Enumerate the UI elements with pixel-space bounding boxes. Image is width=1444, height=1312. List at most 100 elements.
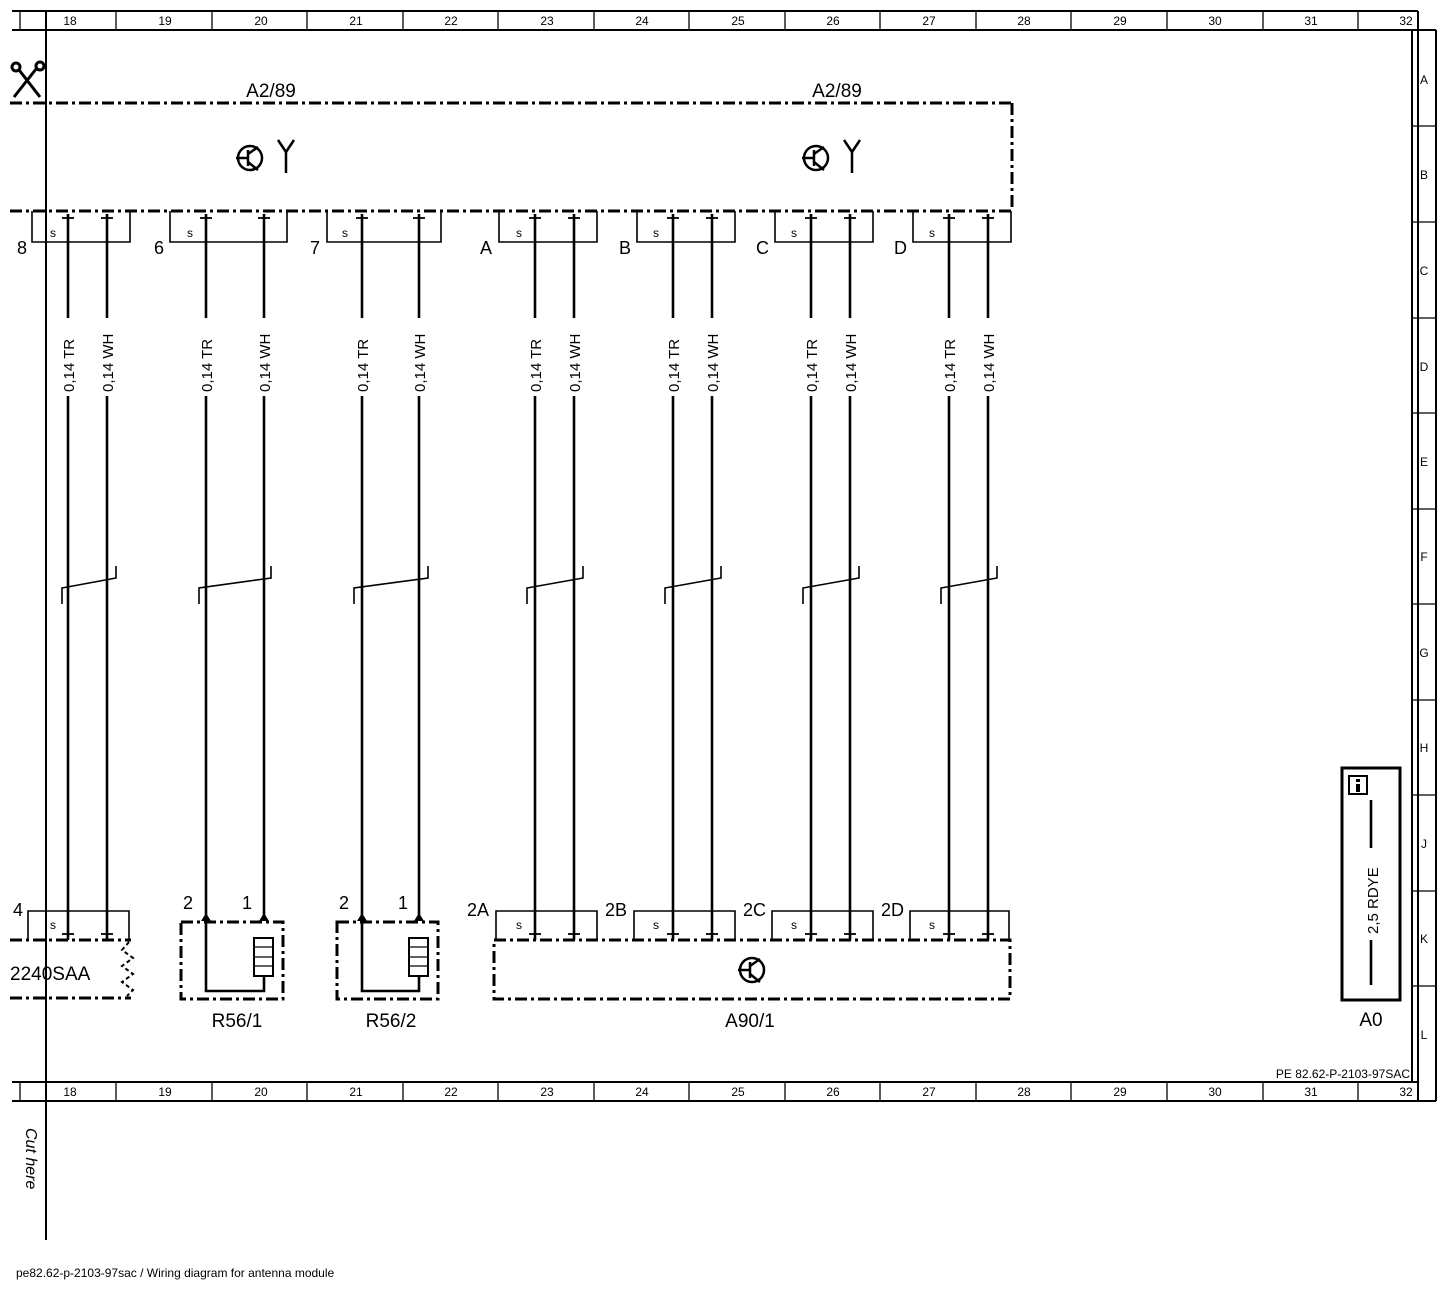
wire-label-wh: 0,14 WH xyxy=(100,334,117,392)
connector-id: B xyxy=(619,238,631,258)
row-label: H xyxy=(1420,741,1429,755)
connector-id: A xyxy=(480,238,492,258)
col-label: 29 xyxy=(1113,14,1127,28)
connector-id: 2D xyxy=(881,900,904,920)
pin-label: 2 xyxy=(339,893,349,913)
wire-label-wh: 0,14 WH xyxy=(412,334,429,392)
col-label: 30 xyxy=(1208,1085,1222,1099)
col-label: 31 xyxy=(1304,1085,1318,1099)
col-label: 32 xyxy=(1399,1085,1413,1099)
wire-label-tr: 0,14 TR xyxy=(942,339,959,392)
row-label: E xyxy=(1420,455,1428,469)
connector-id: 2A xyxy=(467,900,489,920)
info-box-label: A0 xyxy=(1359,1010,1382,1031)
col-label: 27 xyxy=(922,1085,936,1099)
wire-label-wh: 0,14 WH xyxy=(567,334,584,392)
col-label: 27 xyxy=(922,14,936,28)
connector-id: 2B xyxy=(605,900,627,920)
pin-label: 1 xyxy=(398,893,408,913)
transistor-icon xyxy=(236,144,264,172)
shield-mark: s xyxy=(187,226,193,240)
shield-mark: s xyxy=(653,226,659,240)
col-label: 31 xyxy=(1304,14,1318,28)
column-numbers-top: 18 19 20 21 22 23 24 25 26 27 28 29 30 3… xyxy=(63,14,1413,28)
row-label: G xyxy=(1419,646,1428,660)
transistor-icon xyxy=(802,144,830,172)
row-label: A xyxy=(1420,73,1428,87)
row-ticks xyxy=(1412,125,1436,987)
component-r56-2: 2 1 R56/2 xyxy=(335,893,440,1032)
module-label-right: A2/89 xyxy=(812,81,862,102)
col-label: 28 xyxy=(1017,14,1031,28)
antenna-icon xyxy=(276,139,296,173)
col-label: 22 xyxy=(444,1085,458,1099)
col-label: 19 xyxy=(158,1085,172,1099)
component-label: R56/2 xyxy=(366,1011,417,1032)
col-label: 25 xyxy=(731,1085,745,1099)
transistor-icon xyxy=(738,956,766,984)
connector-id: 7 xyxy=(310,238,320,258)
pin-label: 2 xyxy=(183,893,193,913)
info-icon xyxy=(1348,775,1368,795)
row-label: C xyxy=(1420,264,1429,278)
col-label: 26 xyxy=(826,1085,840,1099)
wire-label-tr: 0,14 TR xyxy=(804,339,821,392)
col-label: 26 xyxy=(826,14,840,28)
col-label: 28 xyxy=(1017,1085,1031,1099)
shield-mark: s xyxy=(653,918,659,932)
component-a90-1: A90/1 xyxy=(492,938,1012,1032)
row-label: D xyxy=(1420,360,1429,374)
row-letters: A B C D E F G H J K L xyxy=(1419,73,1428,1042)
info-box: 2,5 RDYE A0 xyxy=(1340,766,1402,1031)
wire-label-tr: 0,14 TR xyxy=(666,339,683,392)
shield-mark: s xyxy=(791,918,797,932)
shield-mark: s xyxy=(50,918,56,932)
col-label: 21 xyxy=(349,14,363,28)
top-connectors xyxy=(31,211,1012,243)
row-label: L xyxy=(1421,1028,1428,1042)
cut-here-text: Cut here xyxy=(22,1128,39,1189)
wire-label-wh: 0,14 WH xyxy=(705,334,722,392)
wire-label-tr: 0,14 TR xyxy=(199,339,216,392)
bottom-connector-ids: 4 2A 2B 2C 2D xyxy=(13,900,904,920)
col-label: 18 xyxy=(63,14,77,28)
col-label: 20 xyxy=(254,14,268,28)
component-r56-1: 2 1 R56/1 xyxy=(179,893,285,1032)
shield-mark: s xyxy=(342,226,348,240)
col-label: 20 xyxy=(254,1085,268,1099)
connector-id: D xyxy=(894,238,907,258)
connector-id: C xyxy=(756,238,769,258)
row-label: J xyxy=(1421,837,1427,851)
shield-mark: s xyxy=(516,918,522,932)
connector-id: 6 xyxy=(154,238,164,258)
connector-id: 8 xyxy=(17,238,27,258)
wire-label-tr: 0,14 TR xyxy=(528,339,545,392)
pin-label: 1 xyxy=(242,893,252,913)
bottom-shield-marks: s s s s s xyxy=(50,918,935,932)
component-label: R56/1 xyxy=(212,1011,263,1032)
col-label: 29 xyxy=(1113,1085,1127,1099)
col-label: 32 xyxy=(1399,14,1413,28)
wire-label-wh: 0,14 WH xyxy=(981,334,998,392)
module-label-left: A2/89 xyxy=(246,81,296,102)
row-label: F xyxy=(1420,550,1427,564)
shield-mark: s xyxy=(929,918,935,932)
col-label: 25 xyxy=(731,14,745,28)
column-ticks xyxy=(19,11,1359,1101)
connector-id: 2C xyxy=(743,900,766,920)
module-a2-89: A2/89 A2/89 xyxy=(10,81,1014,213)
row-label: B xyxy=(1420,168,1428,182)
wire-labels: 0,14 TR 0,14 WH 0,14 TR 0,14 WH 0,14 TR … xyxy=(60,318,998,396)
component-label: A90/1 xyxy=(725,1011,775,1032)
drawing-frame xyxy=(12,10,1437,1240)
shield-mark: s xyxy=(50,226,56,240)
wire-label-wh: 0,14 WH xyxy=(843,334,860,392)
row-label: K xyxy=(1420,932,1428,946)
wire-label-tr: 0,14 TR xyxy=(61,339,78,392)
antenna-icon xyxy=(842,139,862,173)
bottom-connectors xyxy=(27,910,1010,940)
scissors-icon xyxy=(10,60,46,98)
info-wire-label: 2,5 RDYE xyxy=(1365,867,1382,934)
shield-mark: s xyxy=(791,226,797,240)
